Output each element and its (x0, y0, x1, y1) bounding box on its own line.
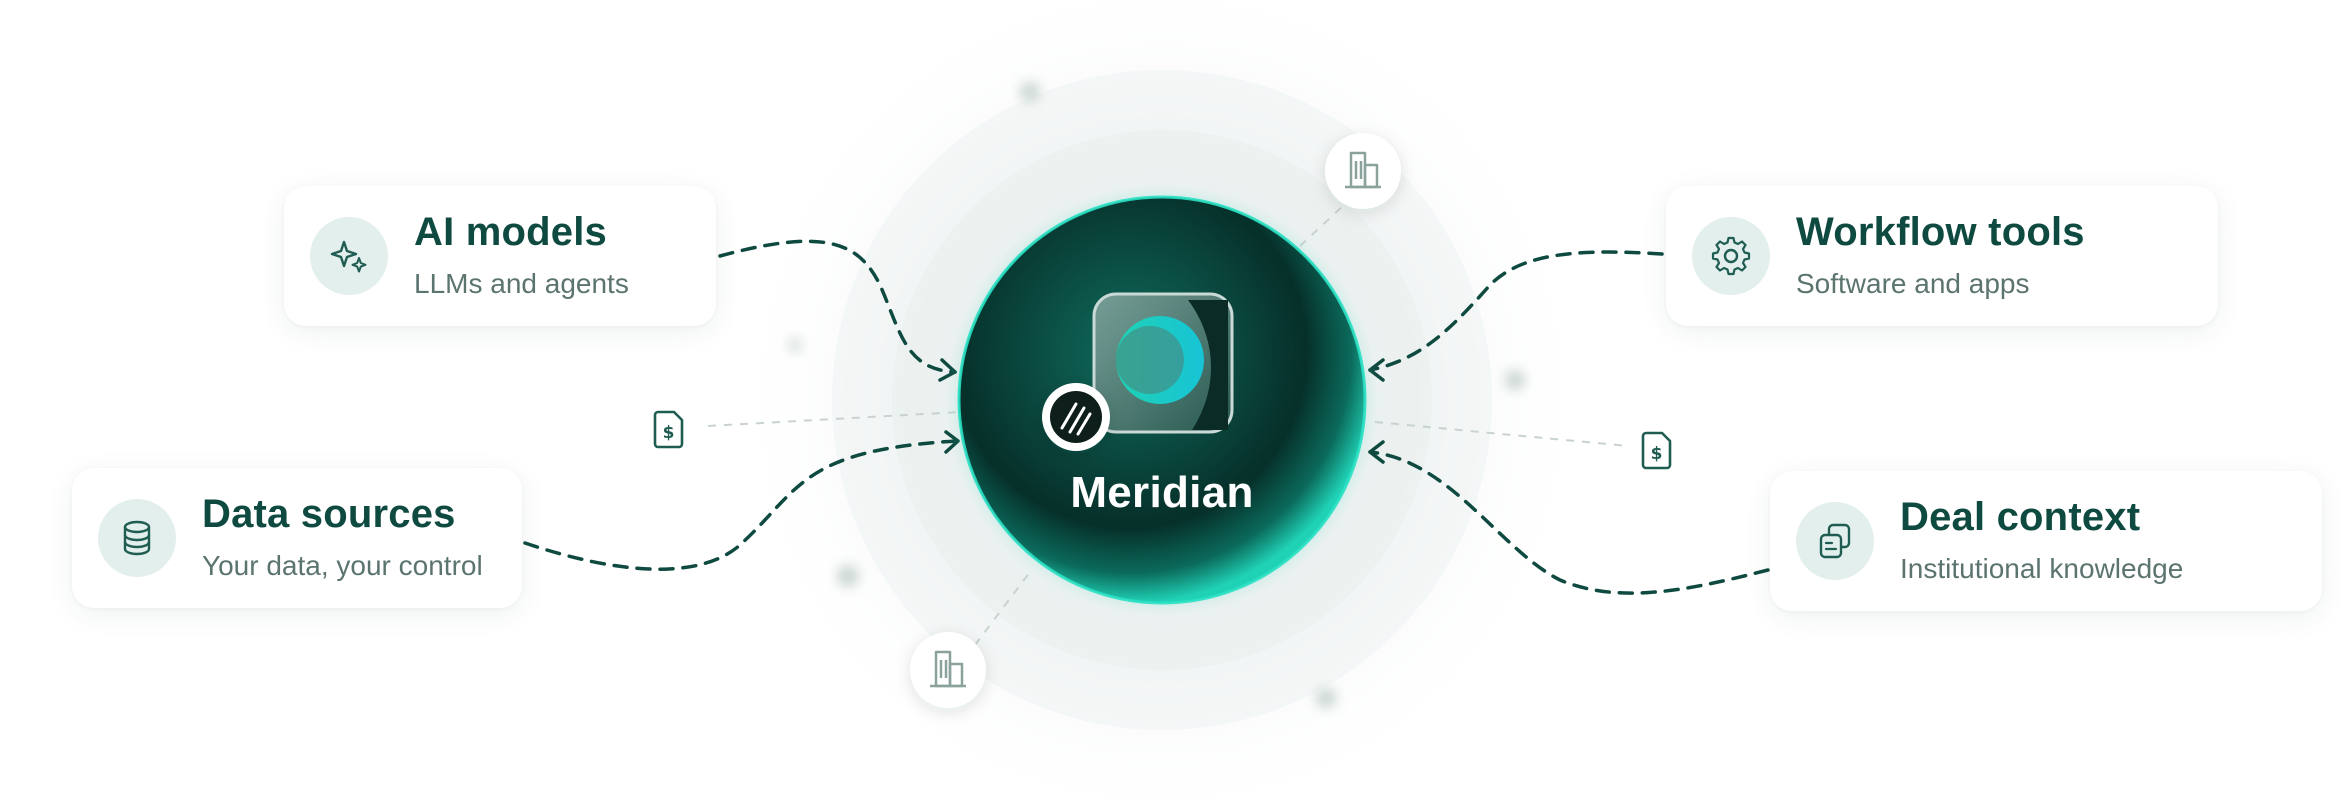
card-subtitle: Your data, your control (202, 550, 483, 581)
hub-rim (957, 195, 1367, 605)
svg-text:$: $ (1651, 444, 1663, 464)
connector-deal-context (1368, 450, 1770, 595)
card-deal-context[interactable]: Deal context Institutional knowledge (1770, 471, 2322, 611)
svg-text:$: $ (663, 423, 675, 443)
connector-data-sources (523, 439, 959, 571)
decor-dot (1505, 370, 1525, 390)
card-title: Data sources (202, 492, 456, 536)
dollar-document-icon: $ (653, 410, 684, 449)
dollar-document-icon: $ (1641, 431, 1672, 470)
card-title: Workflow tools (1796, 210, 2085, 254)
card-ai-models[interactable]: AI models LLMs and agents (284, 186, 716, 326)
building-icon (910, 632, 986, 708)
decor-dot (1316, 688, 1336, 708)
card-subtitle: Software and apps (1796, 268, 2030, 299)
card-title: Deal context (1900, 495, 2141, 539)
decor-dot (837, 565, 859, 587)
card-workflow-tools[interactable]: Workflow tools Software and apps (1666, 186, 2218, 326)
building-icon (1325, 133, 1401, 209)
meridian-logo-icon (1092, 292, 1234, 434)
hub-name: Meridian (1070, 468, 1254, 517)
documents-icon (1796, 502, 1874, 580)
card-subtitle: Institutional knowledge (1900, 553, 2184, 584)
connector-workflow-tools (1368, 250, 1664, 372)
link-badge-icon (1042, 383, 1110, 451)
database-icon (98, 499, 176, 577)
decor-dot (1020, 82, 1040, 102)
card-subtitle: LLMs and agents (414, 268, 629, 299)
connector-ai-models (718, 239, 957, 374)
decor-dot (788, 338, 802, 352)
card-data-sources[interactable]: Data sources Your data, your control (72, 468, 522, 608)
gear-icon (1692, 217, 1770, 295)
spoke-line (1374, 421, 1629, 447)
card-title: AI models (414, 210, 607, 254)
spoke-line (1299, 203, 1346, 247)
spoke-line (707, 411, 961, 427)
sparkles-icon (310, 217, 388, 295)
